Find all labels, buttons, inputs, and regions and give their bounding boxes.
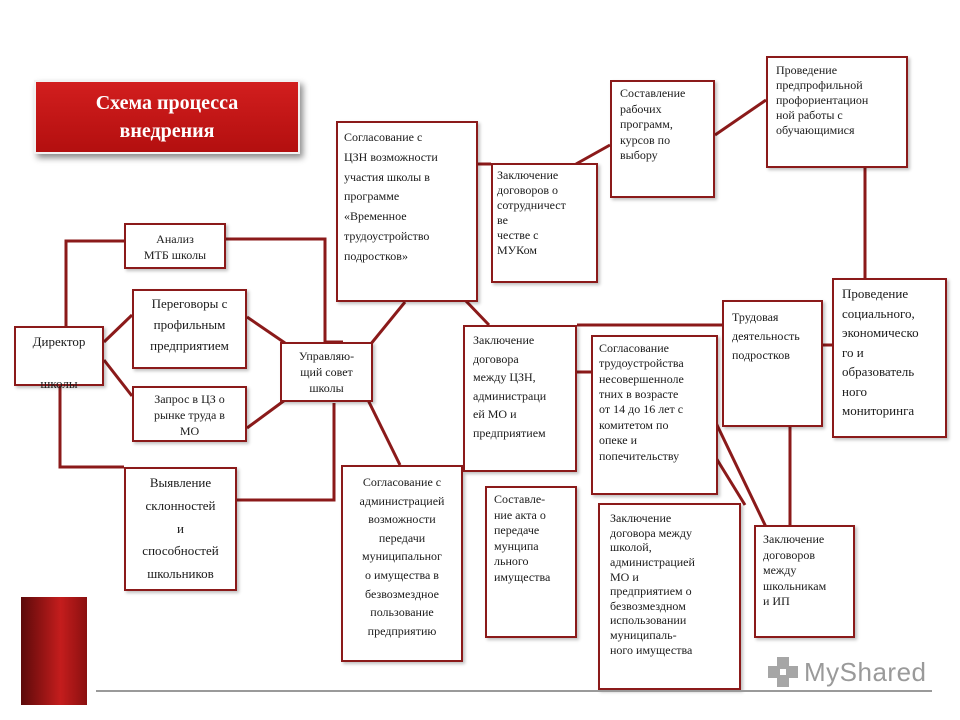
node-czn-contract: Заключение договора между ЦЗН, администр… bbox=[463, 325, 577, 472]
myshared-watermark: MyShared bbox=[768, 654, 928, 690]
node-work-programs: Составление рабочих программ, курсов по … bbox=[610, 80, 715, 198]
diagram-title: Схема процесса внедрения bbox=[34, 80, 300, 154]
node-council: Управляю- щий совет школы bbox=[280, 342, 373, 402]
connector-director-negotiations bbox=[102, 313, 134, 344]
bottom-divider bbox=[96, 690, 932, 692]
connector-request-council bbox=[246, 398, 286, 430]
connector-director-request bbox=[102, 359, 134, 397]
connector-council-admin bbox=[366, 399, 402, 466]
connector-programs-preprofile bbox=[714, 98, 767, 137]
connector-council-czn bbox=[368, 301, 407, 346]
node-mtb-analysis: Анализ МТБ школы bbox=[124, 223, 226, 269]
node-student-contracts: Заключение договоров между школьникам и … bbox=[754, 525, 855, 638]
node-labor: Трудовая деятельность подростков bbox=[722, 300, 823, 427]
node-property-contract: Заключение договора между школой, админи… bbox=[598, 503, 741, 690]
node-admin-agreement: Согласование с администрацией возможност… bbox=[341, 465, 463, 662]
node-preprofile: Проведение предпрофильной профориентацио… bbox=[766, 56, 908, 168]
node-transfer-act: Составле- ние акта о передаче мунципа ль… bbox=[485, 486, 577, 638]
connector-abilities-council bbox=[237, 403, 336, 502]
node-czn-request: Запрос в ЦЗ о рынке труда в МО bbox=[132, 386, 247, 442]
node-monitoring: Проведение социального, экономическо го … bbox=[832, 278, 947, 438]
watermark-text: MyShared bbox=[804, 656, 927, 687]
node-coop-contracts: Заключение договоров о сотрудничест ве ч… bbox=[491, 163, 598, 283]
node-director: Директор школы bbox=[14, 326, 104, 391]
node-minors-agreement: Согласование трудоустройства несовершенн… bbox=[591, 335, 718, 495]
connector-negotiations-council bbox=[246, 315, 286, 345]
accent-bar bbox=[21, 597, 87, 705]
node-abilities: Выявление склонностей и способностей шко… bbox=[124, 467, 237, 591]
myshared-logo-icon bbox=[768, 657, 798, 687]
connector-director-abilities bbox=[58, 385, 124, 469]
connector-czn-contract bbox=[463, 298, 491, 327]
connector-director-analysis bbox=[64, 239, 124, 326]
node-czn-agreement: Согласование с ЦЗН возможности участия ш… bbox=[336, 121, 478, 302]
connector-coop-programs bbox=[575, 143, 611, 166]
node-negotiations: Переговоры с профильным предприятием bbox=[132, 289, 247, 369]
